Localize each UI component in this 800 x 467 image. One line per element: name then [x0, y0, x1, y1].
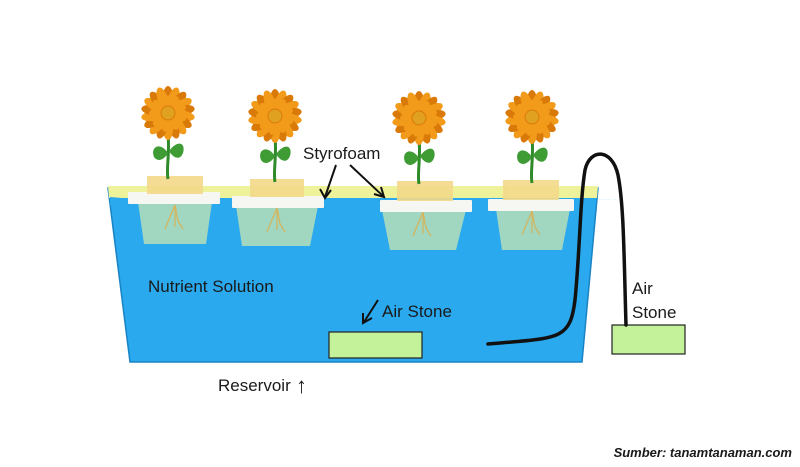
flower-icon	[505, 90, 559, 184]
flower-icon	[141, 86, 195, 180]
arrow-air-stone	[363, 299, 379, 323]
styrofoam-board	[380, 200, 472, 212]
arrow-styrofoam-left-head	[319, 188, 332, 200]
pointer-arrows	[319, 164, 386, 325]
air-tube	[486, 152, 628, 346]
styrofoam-board	[488, 199, 574, 211]
styrofoam-boards	[128, 192, 574, 212]
plant-collars	[147, 176, 559, 201]
root-basket	[496, 209, 570, 250]
reservoir-arrow: ↑	[296, 373, 307, 398]
label-air-stone-outside-line1: Air	[632, 279, 653, 298]
source-credit: Sumber: tanamtanaman.com	[614, 445, 793, 460]
flower-icon	[248, 89, 302, 183]
plant-roots	[164, 204, 541, 237]
label-air-stone-inside: Air Stone	[382, 302, 452, 321]
styrofoam-board	[128, 192, 220, 204]
foam-layer	[108, 186, 598, 198]
label-styrofoam: Styrofoam	[303, 144, 380, 163]
arrow-styrofoam-right	[349, 164, 384, 197]
plants	[141, 86, 559, 185]
label-air-stone-outside-line2: Stone	[632, 303, 676, 322]
air-stone-outside	[611, 324, 686, 355]
air-stone-inside	[328, 331, 423, 359]
root-basket	[382, 210, 466, 250]
flower-icon	[392, 91, 446, 185]
label-nutrient-solution: Nutrient Solution	[148, 277, 274, 296]
arrow-air-stone-head	[362, 313, 373, 325]
arrow-styrofoam-right-head	[373, 186, 386, 199]
label-reservoir: Reservoir	[218, 376, 291, 395]
arrow-styrofoam-left	[324, 164, 337, 198]
styrofoam-board	[232, 196, 324, 208]
